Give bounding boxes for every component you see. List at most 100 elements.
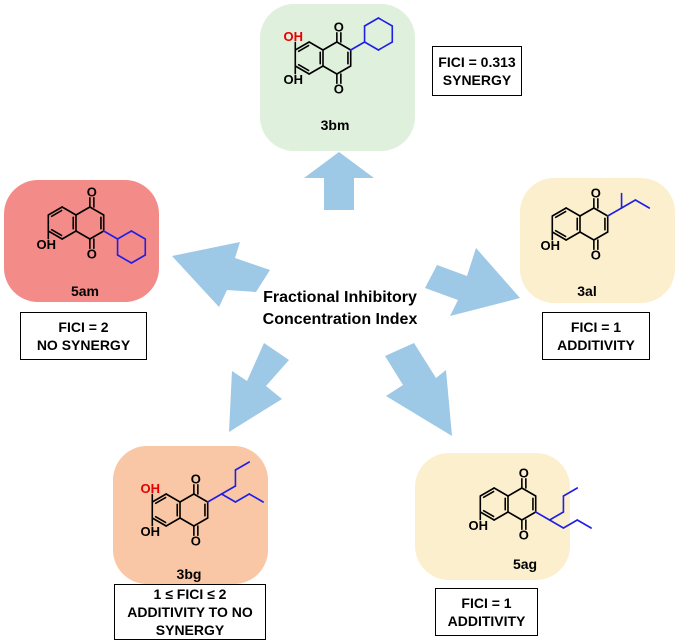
- fici-value-3al: FICI = 1: [570, 319, 622, 335]
- result-5am: NO SYNERGY: [36, 337, 131, 353]
- oxygen-atom: O: [191, 534, 201, 549]
- result-3bg-line2: SYNERGY: [155, 622, 225, 638]
- hydroxyl-group: OH: [541, 238, 561, 253]
- hydroxyl-group: OH: [141, 481, 161, 496]
- aromatic-bond: [294, 65, 310, 75]
- aromatic-bond: [565, 231, 581, 241]
- aromatic-double-bond: [154, 515, 167, 524]
- propyl-bond: [234, 461, 251, 471]
- aromatic-double-bond: [482, 490, 495, 499]
- aromatic-bond: [47, 206, 63, 216]
- cyclohexyl-bond: [363, 17, 380, 27]
- cyclohexyl-bond: [377, 17, 394, 27]
- aromatic-double-bond: [554, 210, 567, 219]
- cyclohexyl-bond: [116, 254, 133, 264]
- aromatic-bond: [151, 517, 167, 527]
- aromatic-double-bond: [554, 229, 567, 238]
- aromatic-double-bond: [297, 63, 310, 72]
- quinone-bond: [507, 511, 523, 521]
- molecule-3al: O O OH: [541, 185, 651, 263]
- quinone-bond: [193, 517, 209, 527]
- quinone-bond: [322, 41, 338, 51]
- quinone-bond: [89, 206, 105, 216]
- aromatic-bond: [165, 517, 181, 527]
- oxygen-atom: O: [591, 185, 601, 200]
- quinone-bond: [336, 41, 352, 51]
- center-title-line-2: Concentration Index: [262, 311, 418, 328]
- substituent-bond: [349, 41, 366, 51]
- oxygen-atom: O: [334, 82, 344, 97]
- quinone-bond: [579, 231, 595, 241]
- quinone-bond: [322, 65, 338, 75]
- quinone-bond: [521, 511, 537, 521]
- result-3bg: ADDITIVITY TO NO: [127, 604, 253, 620]
- arrow-to-5am: [172, 242, 270, 307]
- propyl-bond: [220, 493, 237, 503]
- substituent-bond: [606, 207, 623, 217]
- aromatic-double-bond: [482, 509, 495, 518]
- aromatic-bond: [565, 207, 581, 217]
- card-3bg: [113, 446, 268, 584]
- compound-label-5ag: 5ag: [512, 556, 538, 572]
- oxygen-atom: O: [519, 528, 529, 543]
- molecule-5ag: O O OH: [469, 465, 592, 543]
- quinone-bond: [593, 231, 609, 241]
- center-title: Fractional Inhibitory Concentration Inde…: [242, 287, 438, 331]
- propyl-bond: [562, 487, 579, 497]
- hydroxyl-group: OH: [37, 237, 57, 252]
- aromatic-bond: [47, 230, 63, 240]
- aromatic-bond: [61, 206, 77, 216]
- quinone-bond: [593, 207, 609, 217]
- aromatic-bond: [308, 41, 324, 51]
- quinone-bond: [507, 487, 523, 497]
- cyclohexyl-bond: [130, 254, 147, 264]
- propyl-bond: [576, 519, 592, 529]
- aromatic-bond: [308, 65, 324, 75]
- hydroxyl-group: OH: [284, 72, 304, 87]
- quinone-bond: [89, 230, 105, 240]
- propyl-bond: [548, 519, 565, 529]
- quinone-bond: [179, 493, 195, 503]
- substituent-bond: [534, 511, 551, 521]
- result-box-3bg: 1 ≤ FICI ≤ 2 ADDITIVITY TO NO SYNERGY: [114, 584, 266, 640]
- oxygen-atom: O: [334, 19, 344, 34]
- quinone-bond: [179, 517, 195, 527]
- compound-label-5am: 5am: [70, 283, 100, 299]
- result-box-3al: FICI = 1 ADDITIVITY: [542, 312, 650, 360]
- aromatic-double-bond: [50, 228, 63, 237]
- hydroxyl-group: OH: [141, 524, 161, 539]
- oxygen-atom: O: [519, 465, 529, 480]
- cyclohexyl-bond: [116, 230, 133, 240]
- aromatic-double-bond: [297, 44, 310, 53]
- arrow-to-3bg: [229, 343, 289, 432]
- fici-value-3bg: 1 ≤ FICI ≤ 2: [153, 586, 227, 602]
- result-3al: ADDITIVITY: [557, 337, 635, 353]
- fici-value-5am: FICI = 2: [58, 319, 109, 335]
- aromatic-bond: [151, 493, 167, 503]
- arrow-to-5ag: [385, 343, 452, 436]
- substituent-bond: [206, 493, 223, 503]
- oxygen-atom: O: [591, 248, 601, 263]
- cyclohexyl-bond: [130, 230, 147, 240]
- quinone-bond: [75, 206, 91, 216]
- hydroxyl-group: OH: [469, 518, 489, 533]
- cyclohexyl-bond: [377, 41, 394, 51]
- quinone-bond: [521, 487, 537, 497]
- aromatic-bond: [294, 41, 310, 51]
- aromatic-double-bond: [154, 496, 167, 505]
- aromatic-bond: [551, 207, 567, 217]
- aromatic-bond: [165, 493, 181, 503]
- compound-label-3al: 3al: [577, 283, 597, 299]
- center-title-line-1: Fractional Inhibitory: [263, 289, 417, 306]
- substituent-bond: [102, 230, 119, 240]
- result-3bm: SYNERGY: [442, 72, 512, 88]
- card-5am: [4, 180, 159, 302]
- compound-label-3bm: 3bm: [320, 117, 350, 133]
- quinone-bond: [579, 207, 595, 217]
- aromatic-bond: [493, 511, 509, 521]
- cyclohexyl-bond: [363, 41, 380, 51]
